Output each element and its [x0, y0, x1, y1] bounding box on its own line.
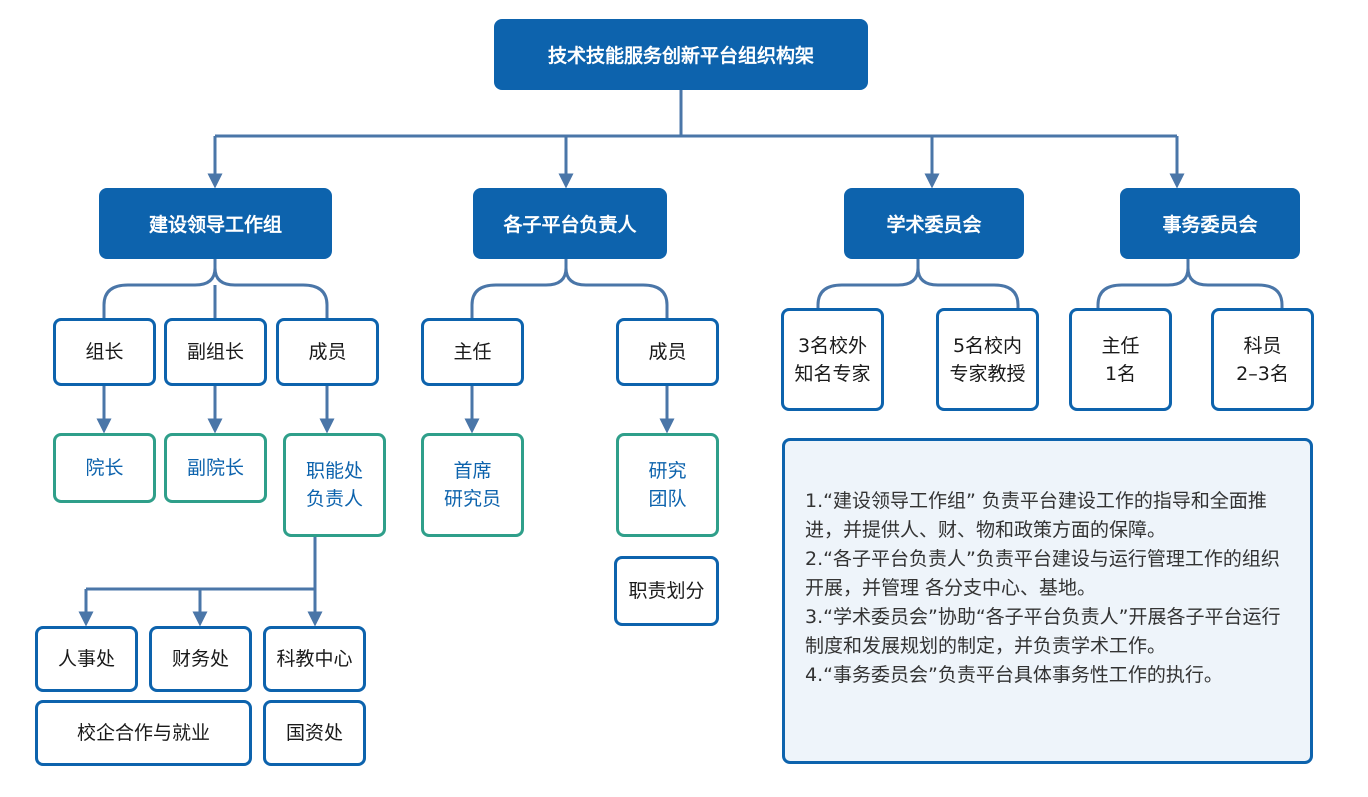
- fork-affairs: [1096, 259, 1284, 308]
- affairs-director: 主任 1名: [1069, 308, 1172, 411]
- fork-sub-platform: [470, 259, 669, 318]
- chart-title: 技术技能服务创新平台组织构架: [547, 45, 814, 67]
- notes-box: 1.“建设领导工作组” 负责平台建设工作的指导和全面推进，并提供人、财、物和政策…: [782, 438, 1313, 764]
- dept-research-center: 科教中心: [263, 626, 366, 692]
- dept-finance: 财务处: [149, 626, 252, 692]
- role-member: 成员: [276, 318, 379, 386]
- academic-external-experts: 3名校外 知名专家: [781, 308, 884, 411]
- holder-research-team: 研究 团队: [616, 433, 719, 537]
- note-item: 4.“事务委员会”负责平台具体事务性工作的执行。: [805, 664, 1223, 686]
- chart-title-box: 技术技能服务创新平台组织构架: [494, 19, 868, 90]
- holder-chief-researcher: 首席 研究员: [421, 433, 524, 537]
- group-affairs: 事务委员会: [1120, 188, 1300, 259]
- note-item: 3.“学术委员会”协助“各子平台负责人”开展各子平台运行制度和发展规划的制定，并…: [805, 606, 1281, 657]
- dept-industry-employment: 校企合作与就业: [35, 700, 252, 766]
- note-item: 2.“各子平台负责人”负责平台建设与运行管理工作的组织开展，并管理 各分支中心、…: [805, 548, 1280, 599]
- academic-internal-professors: 5名校内 专家教授: [936, 308, 1039, 411]
- holder-vice-dean: 副院长: [164, 433, 267, 503]
- fork-academic: [816, 259, 1020, 308]
- role-leader: 组长: [53, 318, 156, 386]
- group-academic: 学术委员会: [844, 188, 1024, 259]
- holder-functional-head: 职能处 负责人: [283, 433, 386, 537]
- dept-assets: 国资处: [263, 700, 366, 766]
- duty-division: 职责划分: [614, 556, 719, 626]
- affairs-clerks: 科员 2–3名: [1211, 308, 1314, 411]
- role-director: 主任: [421, 318, 524, 386]
- holder-dean: 院长: [53, 433, 156, 503]
- group-leading: 建设领导工作组: [99, 188, 332, 259]
- group-sub-platform: 各子平台负责人: [473, 188, 667, 259]
- fork-leading: [102, 259, 329, 318]
- role-sub-member: 成员: [616, 318, 719, 386]
- note-item: 1.“建设领导工作组” 负责平台建设工作的指导和全面推进，并提供人、财、物和政策…: [805, 490, 1267, 541]
- dept-hr: 人事处: [35, 626, 138, 692]
- role-deputy-leader: 副组长: [164, 318, 267, 386]
